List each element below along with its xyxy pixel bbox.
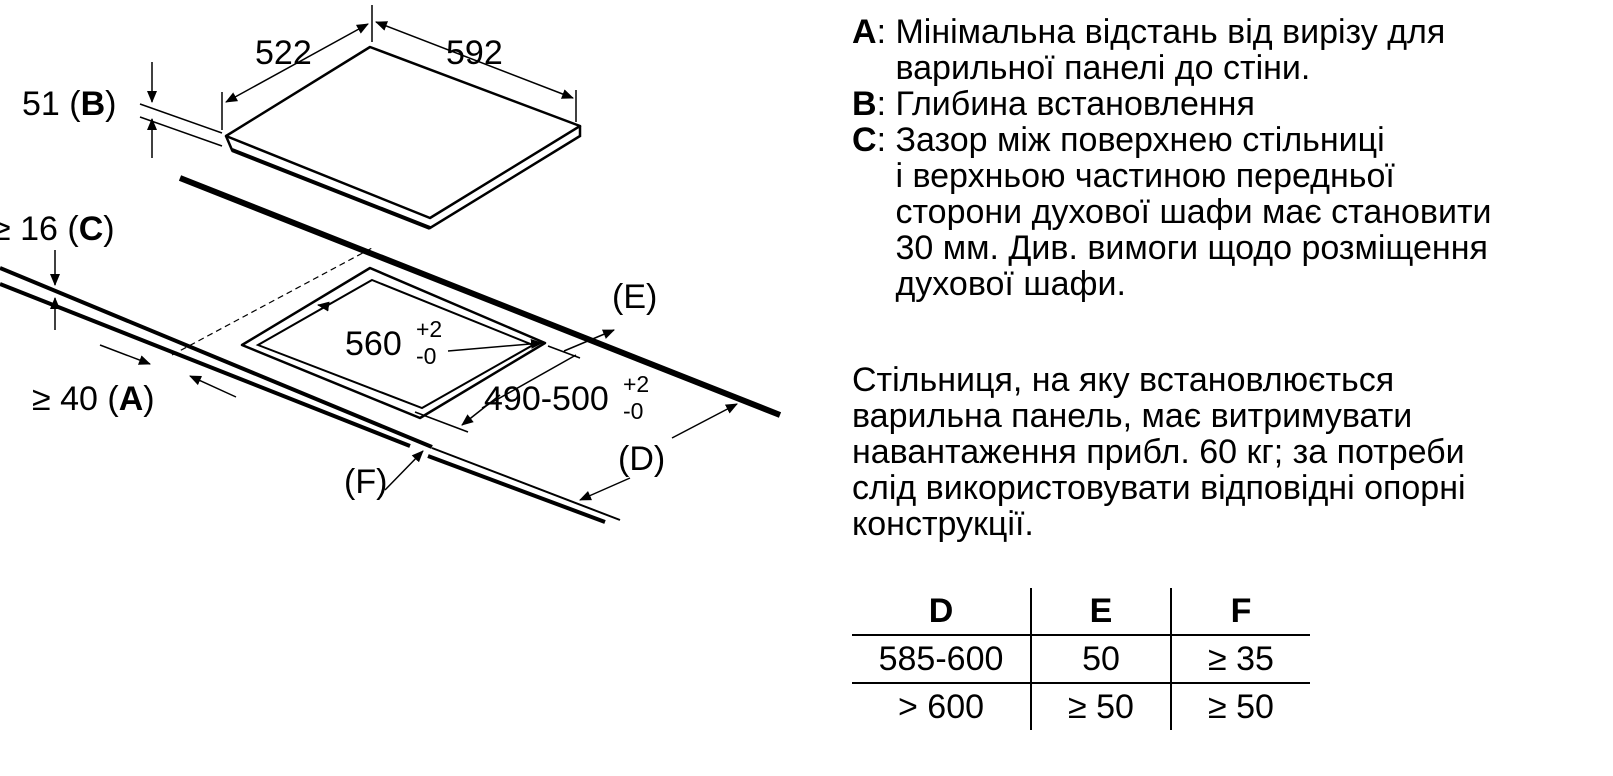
cutout-depth-tol-plus: +2 [623,371,649,397]
legend-key: A [852,13,877,51]
table-header-f: F [1170,588,1310,635]
dim-front-label: ≥ 40 (A) [32,380,155,418]
label-f-key: F [355,463,376,501]
legend-text: Глибина встановлення [895,85,1255,123]
legend-text: Мінімальна відстань від вирізу для варил… [895,13,1446,87]
dimension-lines [50,5,738,501]
legend-text: Зазор між поверхнею стільниці і верхньою… [895,121,1492,303]
dim-height-key: B [81,85,106,123]
legend-key: C [852,121,877,159]
hob-drawing [224,45,582,230]
table-row: 585-600 50 ≥ 35 [852,634,1310,683]
load-note: Стільниця, на яку встановлюється варильн… [852,361,1466,543]
label-e: (E) [612,278,657,316]
dim-width-label: 592 [446,34,503,72]
dim-front-value: ≥ 40 [32,380,98,418]
table-row: > 600 ≥ 50 ≥ 50 [852,682,1310,730]
cutout-width-label: 560 [345,325,402,363]
cutout-width-tol-plus: +2 [416,316,442,342]
table-header-e: E [1030,588,1171,635]
label-e-key: E [623,278,646,316]
label-f: (F) [344,463,387,501]
dim-gap-label: ≥ 16 (C) [0,210,115,248]
dim-gap-key: C [79,210,104,248]
table-cell: ≥ 50 [1030,682,1171,730]
worktop-drawing [0,175,782,524]
table-cell: 585-600 [852,634,1031,683]
legend-item-a: A: Мінімальна відстань від вирізу для ва… [852,13,1446,87]
dimension-labels: 522 592 51 (B) ≥ 16 (C) ≥ 40 (A) (E) (D)… [0,34,665,501]
table-cell: > 600 [852,682,1031,730]
label-d-key: D [629,440,654,478]
label-d: (D) [618,440,665,478]
table-header-d: D [928,591,954,630]
table-cell: ≥ 50 [1170,682,1310,730]
table-cell: ≥ 35 [1170,634,1310,683]
cutout-depth-label: 490-500 [484,380,609,418]
dim-gap-value: ≥ 16 [0,210,58,248]
legend-item-b: B: Глибина встановлення [852,85,1255,123]
table-header-row: D E F [852,588,1310,635]
dim-height-value: 51 [22,85,60,123]
cutout-drawing [240,266,547,420]
cutout-width-tol-minus: -0 [416,343,436,369]
legend-key: B [852,85,877,123]
dim-depth-label: 522 [255,34,312,72]
cutout-depth-tol-minus: -0 [623,398,643,424]
legend: A: Мінімальна відстань від вирізу для ва… [852,14,1602,302]
dimensions-table: D E F 585-600 50 ≥ 35 > 600 ≥ 50 ≥ 50 [852,588,1310,730]
installation-diagram: 522 592 51 (B) ≥ 16 (C) ≥ 40 (A) (E) (D)… [0,5,782,524]
dim-front-key: A [119,380,144,418]
dim-height-label: 51 (B) [22,85,117,123]
table-cell: 50 [1030,634,1171,683]
legend-item-c: C: Зазор між поверхнею стільниці і верхн… [852,121,1492,303]
